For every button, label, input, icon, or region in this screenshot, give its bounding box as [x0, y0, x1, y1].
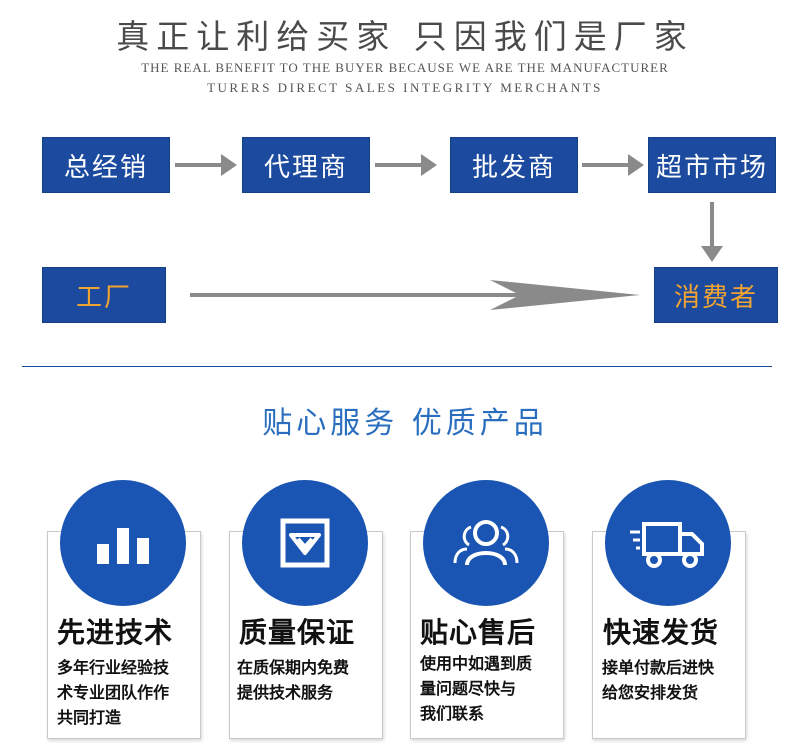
flow-box-agent: 代理商 [242, 137, 370, 193]
shield-check-icon [242, 480, 368, 606]
feature-title: 贴心售后 [420, 616, 537, 649]
users-icon [423, 480, 549, 606]
truck-icon [605, 480, 731, 606]
feature-desc: 使用中如遇到质 量问题尽快与 我们联系 [420, 654, 533, 723]
flow-box-consumer: 消费者 [654, 267, 778, 323]
headline-cn: 真正让利给买家 只因我们是厂家 [116, 17, 694, 56]
flow-box-supermarket: 超市市场 [648, 137, 776, 193]
flow-box-factory: 工厂 [42, 267, 166, 323]
long-arrow-icon [190, 280, 640, 310]
arrow-down-icon [701, 202, 723, 262]
feature-desc: 多年行业经验技 术专业团队作作 共同打造 [57, 658, 170, 727]
headline-en-line1: THE REAL BENEFIT TO THE BUYER BECAUSE WE… [141, 60, 669, 75]
bar-chart-icon [60, 480, 186, 606]
flow-box-distributor: 总经销 [42, 137, 170, 193]
headline-en-line2: TURERS DIRECT SALES INTEGRITY MERCHANTS [207, 80, 603, 95]
arrow-right-icon [175, 154, 237, 176]
feature-title: 先进技术 [57, 616, 174, 649]
arrow-right-icon [375, 154, 437, 176]
feature-desc: 接单付款后进快 给您安排发货 [602, 658, 715, 702]
feature-title: 快速发货 [603, 616, 720, 649]
flow-box-wholesaler: 批发商 [450, 137, 578, 193]
feature-title: 质量保证 [239, 616, 356, 649]
section-divider [22, 366, 772, 367]
arrow-right-icon [582, 154, 644, 176]
section-subtitle: 贴心服务 优质产品 [262, 406, 548, 441]
feature-desc: 在质保期内免费 提供技术服务 [237, 658, 350, 702]
